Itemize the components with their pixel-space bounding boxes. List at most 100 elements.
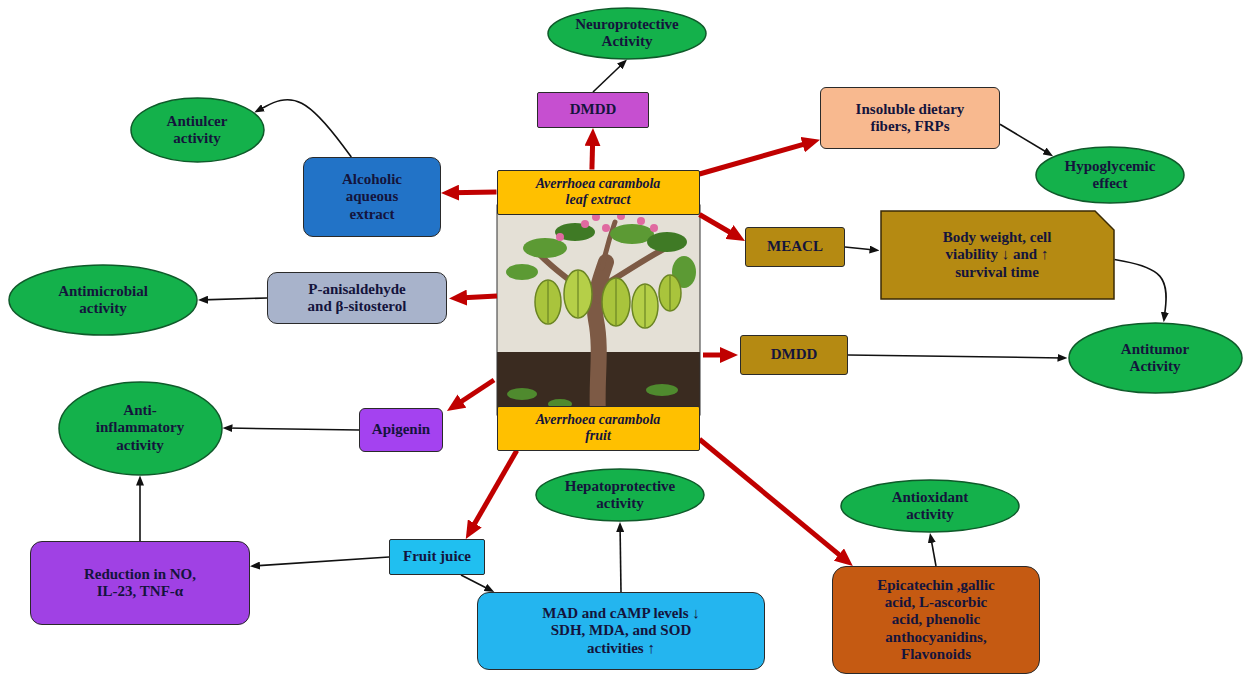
text-group: Reduction in NO, IL-23, TNF-α <box>78 566 203 601</box>
node-label: Epicatechin ,gallic acid, L-ascorbic aci… <box>871 577 1001 663</box>
node-label: Reduction in NO, IL-23, TNF-α <box>78 566 203 601</box>
arrow-connector <box>139 481 141 542</box>
ellipse-shape <box>548 8 706 59</box>
text-group: P-anisaldehyde and β-sitosterol <box>302 281 412 316</box>
effect-note: Body weight, cell viability ↓ and ↑ surv… <box>880 210 1115 300</box>
arrow-connector <box>461 575 490 590</box>
text-group: MAD and cAMP levels ↓ SDH, MDA, and SOD … <box>534 605 709 657</box>
compound-box: Apigenin <box>359 408 443 452</box>
text-group: Body weight, cell viability ↓ and ↑ surv… <box>932 229 1062 281</box>
activity-ellipse: Antimicrobial activity <box>8 264 198 336</box>
compound-box: P-anisaldehyde and β-sitosterol <box>267 272 447 324</box>
leaf-cluster <box>506 264 538 280</box>
flower <box>637 217 645 225</box>
effect-box: Reduction in NO, IL-23, TNF-α <box>30 541 250 625</box>
ellipse-shape <box>1036 147 1184 203</box>
activity-ellipse: Neuroprotective Activity <box>547 7 707 60</box>
compound-box: DMDD <box>537 92 649 128</box>
node-label: Antiulcer activity <box>152 113 242 148</box>
flower <box>650 224 658 232</box>
text-group: Insoluble dietary fibers, FRPs <box>848 101 973 136</box>
node-label: Averrhoea carambola fruit <box>528 412 668 444</box>
arrow-connector <box>259 100 352 157</box>
node-label: Antioxidant activity <box>880 489 980 524</box>
node-label: DMDD <box>771 346 818 363</box>
fruit-ridge <box>548 271 670 327</box>
arrow-connector <box>1000 124 1049 153</box>
activity-ellipse: Hypoglycemic effect <box>1035 146 1185 204</box>
plant-part-label: Averrhoea carambola leaf extract <box>497 170 700 215</box>
small-plant <box>646 384 678 396</box>
activity-ellipse: Antitumor Activity <box>1068 322 1243 394</box>
ellipse-shape <box>841 480 1019 532</box>
text-group: Anti-inflammatory activity <box>90 402 190 454</box>
node-label: Insoluble dietary fibers, FRPs <box>848 101 973 136</box>
effect-box: MAD and cAMP levels ↓ SDH, MDA, and SOD … <box>477 592 765 670</box>
activity-ellipse: Antiulcer activity <box>130 97 265 163</box>
node-label: Neuroprotective Activity <box>562 16 692 51</box>
text-group: Averrhoea carambola fruit <box>528 412 668 444</box>
arrow-connector <box>845 247 875 250</box>
arrow-connector <box>1115 260 1167 318</box>
flower <box>581 220 589 228</box>
node-label: MEACL <box>767 238 823 255</box>
text-group: Antitumor Activity <box>1105 341 1205 376</box>
arrow-connector <box>619 527 622 592</box>
flower <box>602 224 610 232</box>
ellipse-shape <box>1069 323 1242 393</box>
plant-photo <box>497 205 700 415</box>
node-label: Apigenin <box>372 421 430 438</box>
arrow-connector <box>700 142 811 174</box>
compound-box: DMDD <box>740 335 848 375</box>
plant-part-label: Averrhoea carambola fruit <box>497 406 700 451</box>
node-label: Fruit juice <box>403 548 471 565</box>
node-label: Body weight, cell viability ↓ and ↑ surv… <box>932 229 1062 281</box>
node-label: Anti-inflammatory activity <box>90 402 190 454</box>
text-group: Fruit juice <box>403 548 471 565</box>
arrow-connector <box>593 63 623 92</box>
node-label: Hypoglycemic effect <box>1055 158 1165 193</box>
text-group: Antiulcer activity <box>152 113 242 148</box>
folded-shape <box>881 211 1114 299</box>
node-label: DMDD <box>570 101 617 118</box>
text-group: Alcoholic aqueous extract <box>322 171 422 223</box>
arrow-connector <box>589 138 595 170</box>
arrow-connector <box>255 557 389 566</box>
node-label: MAD and cAMP levels ↓ SDH, MDA, and SOD … <box>534 605 709 657</box>
node-label: Averrhoea carambola leaf extract <box>528 176 668 208</box>
node-label: P-anisaldehyde and β-sitosterol <box>302 281 412 316</box>
flower <box>556 233 564 241</box>
activity-ellipse: Hepatoprotective activity <box>535 468 705 522</box>
node-label: Antimicrobial activity <box>43 283 163 318</box>
text-group: DMDD <box>771 346 818 363</box>
arrow-connector <box>848 355 1063 358</box>
leaf-cluster <box>523 238 567 258</box>
arrow-connector <box>227 428 359 430</box>
extract-box: Fruit juice <box>389 539 485 575</box>
text-group: Epicatechin ,gallic acid, L-ascorbic aci… <box>871 577 1001 663</box>
leaf-cluster <box>555 223 595 241</box>
node-label: Antitumor Activity <box>1105 341 1205 376</box>
text-group: Antioxidant activity <box>880 489 980 524</box>
arrow-connector <box>700 439 846 559</box>
activity-ellipse: Antioxidant activity <box>840 479 1020 533</box>
extract-box: MEACL <box>745 227 845 267</box>
activity-ellipse: Anti-inflammatory activity <box>58 381 223 476</box>
photo-frame <box>497 205 700 415</box>
arrow-connector <box>471 451 517 531</box>
text-group: Averrhoea carambola leaf extract <box>528 176 668 208</box>
arrow-connector <box>203 298 267 300</box>
text-group: MEACL <box>767 238 823 255</box>
text-group: Hypoglycemic effect <box>1055 158 1165 193</box>
ellipse-shape <box>131 98 264 162</box>
small-plant <box>507 388 537 400</box>
ellipse-shape <box>9 265 197 335</box>
compound-box: Epicatechin ,gallic acid, L-ascorbic aci… <box>832 566 1040 674</box>
text-group: Neuroprotective Activity <box>562 16 692 51</box>
text-group: Antimicrobial activity <box>43 283 163 318</box>
text-group: Hepatoprotective activity <box>555 478 685 513</box>
photo-wall <box>497 205 700 415</box>
ellipse-shape <box>536 469 704 521</box>
arrow-connector <box>700 215 737 236</box>
node-label: Alcoholic aqueous extract <box>322 171 422 223</box>
